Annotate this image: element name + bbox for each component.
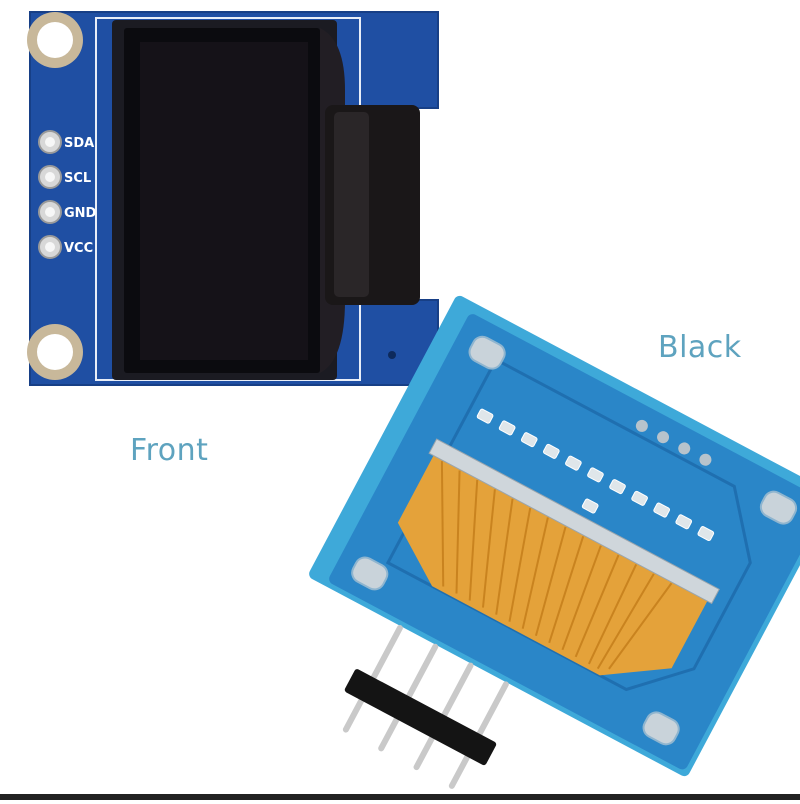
back-mounting-holes <box>351 335 798 746</box>
back-pin-holes <box>635 419 712 466</box>
pin-label-sda: SDA <box>64 136 94 151</box>
mounting-hole-top-left <box>27 12 83 68</box>
pin-sda: SDA <box>38 130 94 154</box>
flex-cable-fold <box>334 112 369 297</box>
pin-label-vcc: VCC <box>64 241 93 256</box>
back-board <box>309 295 800 777</box>
smd-components <box>476 408 715 542</box>
bottom-bar <box>0 794 800 800</box>
pin-vcc: VCC <box>38 235 93 259</box>
front-board: SDA SCL GND VCC <box>27 11 439 386</box>
pin-label-gnd: GND <box>64 206 97 221</box>
header-pins <box>342 625 509 789</box>
flex-cable-contacts <box>428 438 720 605</box>
header-body <box>344 669 497 766</box>
pin-label-scl: SCL <box>64 171 91 186</box>
back-traces <box>385 357 752 692</box>
caption-back: Black <box>658 330 742 365</box>
via-dot <box>388 351 396 359</box>
pin-pads: SDA SCL GND VCC <box>38 130 97 259</box>
pin-gnd: GND <box>38 200 97 224</box>
pin-scl: SCL <box>38 165 91 189</box>
caption-front: Front <box>130 433 209 468</box>
oled-active-area <box>140 42 308 360</box>
mounting-hole-bottom-left <box>27 324 83 380</box>
flex-cable-traces <box>440 461 673 670</box>
